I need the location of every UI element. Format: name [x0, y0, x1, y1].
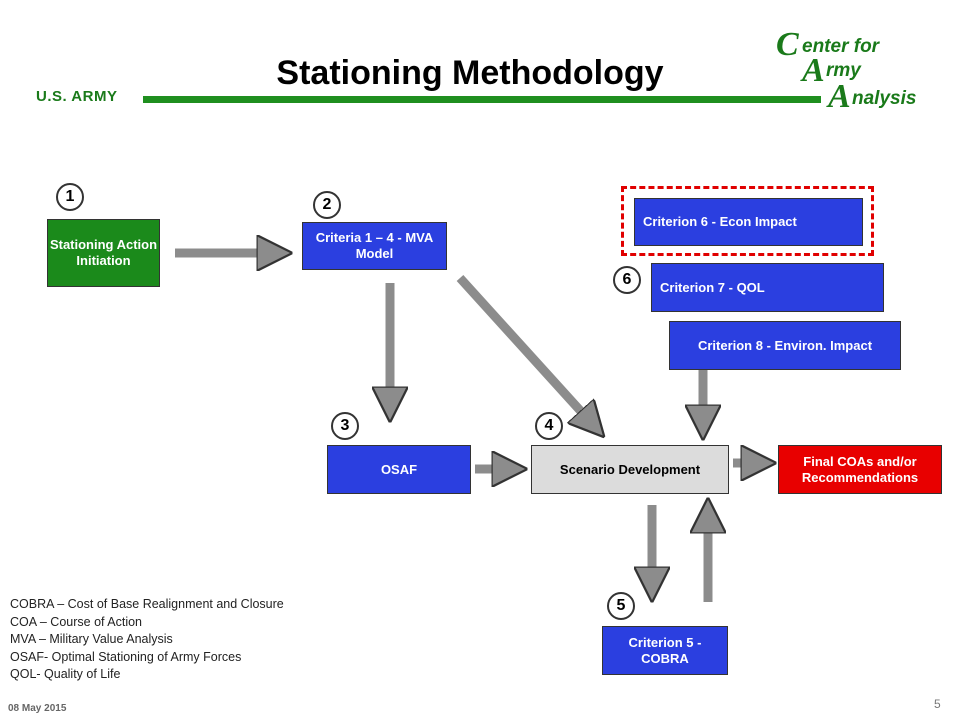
header-rule — [143, 96, 821, 103]
box-criterion-8: Criterion 8 - Environ. Impact — [669, 321, 901, 370]
box-criterion-6: Criterion 6 - Econ Impact — [634, 198, 863, 246]
box-osaf: OSAF — [327, 445, 471, 494]
step-number-4: 4 — [535, 412, 563, 440]
box-criterion-5: Criterion 5 - COBRA — [602, 626, 728, 675]
logo-letter-a1: A — [802, 52, 825, 89]
logo-line-2: rmy — [826, 60, 861, 81]
step-number-3: 3 — [331, 412, 359, 440]
econ-impact-highlight — [621, 186, 874, 256]
legend-item: OSAF- Optimal Stationing of Army Forces — [10, 649, 242, 664]
box-final-coas: Final COAs and/or Recommendations — [778, 445, 942, 494]
box-criteria-1-4: Criteria 1 – 4 - MVA Model — [302, 222, 447, 270]
box-criterion-7: Criterion 7 - QOL — [651, 263, 884, 312]
logo-line-3: nalysis — [852, 88, 917, 109]
page-title: Stationing Methodology — [276, 54, 664, 92]
legend-item: COBRA – Cost of Base Realignment and Clo… — [10, 597, 284, 611]
logo-letter-a2: A — [828, 78, 851, 115]
page-number: 5 — [934, 697, 941, 711]
arrow-criteria-to-scenario — [456, 274, 596, 428]
footer-date: 08 May 2015 — [8, 703, 67, 714]
box-scenario-development: Scenario Development — [531, 445, 729, 494]
box-stationing-initiation: Stationing Action Initiation — [47, 219, 160, 287]
step-number-5: 5 — [607, 592, 635, 620]
step-number-1: 1 — [56, 183, 84, 211]
step-number-6: 6 — [613, 266, 641, 294]
legend-item: MVA – Military Value Analysis — [10, 632, 173, 646]
caa-logo: C enter for A rmy A nalysis — [776, 26, 956, 116]
legend-item: COA – Course of Action — [10, 614, 143, 629]
org-label: U.S. ARMY — [36, 88, 118, 105]
legend-item: QOL- Quality of Life — [10, 667, 121, 681]
step-number-2: 2 — [313, 191, 341, 219]
acronym-legend: COBRA – Cost of Base Realignment and Clo… — [10, 596, 284, 684]
logo-letter-c: C — [776, 26, 799, 63]
logo-line-1: enter for — [802, 36, 880, 57]
